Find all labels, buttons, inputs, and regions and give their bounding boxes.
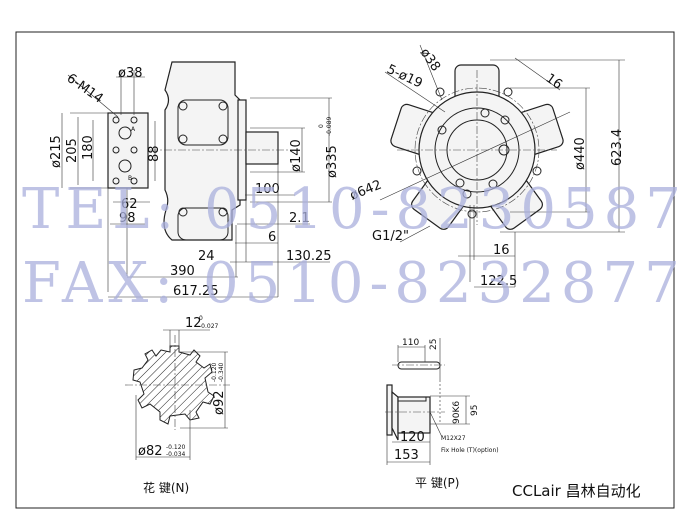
dim-g1-2: G1/2"	[372, 229, 409, 244]
dim-90k6: 90K6	[452, 401, 462, 424]
port-flange	[107, 112, 149, 189]
dim-d140: ø140	[289, 139, 304, 172]
dim-6-m14: 6-M14	[64, 71, 106, 107]
front-dimension-lines	[379, 44, 625, 288]
dim-12-tol-upper: 0	[199, 315, 203, 322]
brand-label: CCLair 昌林自动化	[512, 482, 641, 500]
dim-5-d19: 5-ø19	[384, 62, 424, 91]
dim-12: 12	[185, 316, 202, 331]
dim-d215: ø215	[49, 135, 64, 168]
dim-d92: ø92	[212, 391, 227, 416]
dim-24: 24	[198, 249, 215, 264]
radial-cylinders	[390, 64, 564, 230]
spline-section: 12 0 -0.027 ø92 -0.120 -0.340 ø82 -0.120…	[125, 315, 230, 495]
dim-98: 98	[119, 211, 136, 226]
front-view: ø38 5-ø19 16 ø440 623.4 ø642 G1/2" 16 12…	[348, 44, 625, 289]
dim-130-25: 130.25	[286, 249, 332, 264]
key-outline	[397, 361, 441, 370]
spline-caption: 花 键(N)	[143, 480, 189, 495]
output-shaft	[245, 131, 279, 165]
dim-62: 62	[121, 197, 138, 212]
port-holes	[112, 116, 138, 185]
cover-bolts	[178, 101, 228, 217]
dim-d82: ø82	[138, 444, 163, 459]
watermark-fax: FAX: 0510-82328771	[22, 251, 680, 316]
cylinder-cover-bottom	[177, 207, 229, 241]
dim-d440: ø440	[573, 137, 588, 170]
dim-390: 390	[170, 264, 195, 279]
dim-front-16-bottom: 16	[493, 243, 510, 258]
dim-front-16-top: 16	[543, 71, 565, 93]
dim-12-tol-lower: -0.027	[199, 323, 219, 330]
flat-key-caption: 平 键(P)	[415, 476, 459, 490]
dim-205: 205	[65, 138, 80, 163]
dim-122-5: 122.5	[480, 274, 517, 289]
dim-d335-tol-upper: 0	[318, 124, 325, 128]
dim-2-1: 2.1	[289, 211, 310, 226]
watermark-tel: TEL: 0510-82305871	[22, 177, 680, 242]
shaft-flange	[386, 384, 393, 436]
dim-25: 25	[429, 339, 439, 350]
dim-d335-tol-lower: -0.089	[326, 116, 333, 136]
dim-120: 120	[400, 430, 425, 445]
dim-d92-tol-upper: -0.120	[211, 362, 218, 382]
port-a-label: A	[131, 126, 136, 133]
dim-d82-tol-lower: -0.034	[166, 451, 186, 458]
fix-hole-label: Fix Hole (T)(option)	[441, 447, 499, 454]
cylinder-cover-top	[177, 99, 229, 146]
dim-d82-tol-upper: -0.120	[166, 444, 186, 451]
dim-110: 110	[402, 338, 419, 348]
dimension-lines	[61, 70, 332, 298]
dim-617-25: 617.25	[173, 284, 219, 299]
dim-d92-tol-lower: -0.340	[218, 362, 225, 382]
dim-front-d38: ø38	[417, 46, 443, 75]
sheet-border	[15, 31, 675, 509]
dim-180: 180	[81, 135, 96, 160]
dim-153: 153	[394, 448, 419, 463]
dim-100: 100	[255, 182, 280, 197]
dim-d38: ø38	[118, 66, 143, 81]
dim-95: 95	[470, 405, 480, 416]
dim-6: 6	[268, 230, 276, 245]
dim-623-4: 623.4	[610, 129, 625, 166]
side-view: A B ø38 6-M14 ø215 205 180 88 62 98 100 …	[49, 61, 340, 299]
port-b-label: B	[128, 175, 132, 182]
dim-d335: ø335	[325, 145, 340, 178]
bolt-holes	[412, 87, 542, 219]
m12-label: M12X27	[441, 435, 466, 442]
dim-88: 88	[147, 145, 162, 162]
shaft-body	[397, 396, 431, 434]
flat-key-view: 110 25 90K6 95 120 153 M12X27 Fix Hole (…	[385, 338, 499, 490]
